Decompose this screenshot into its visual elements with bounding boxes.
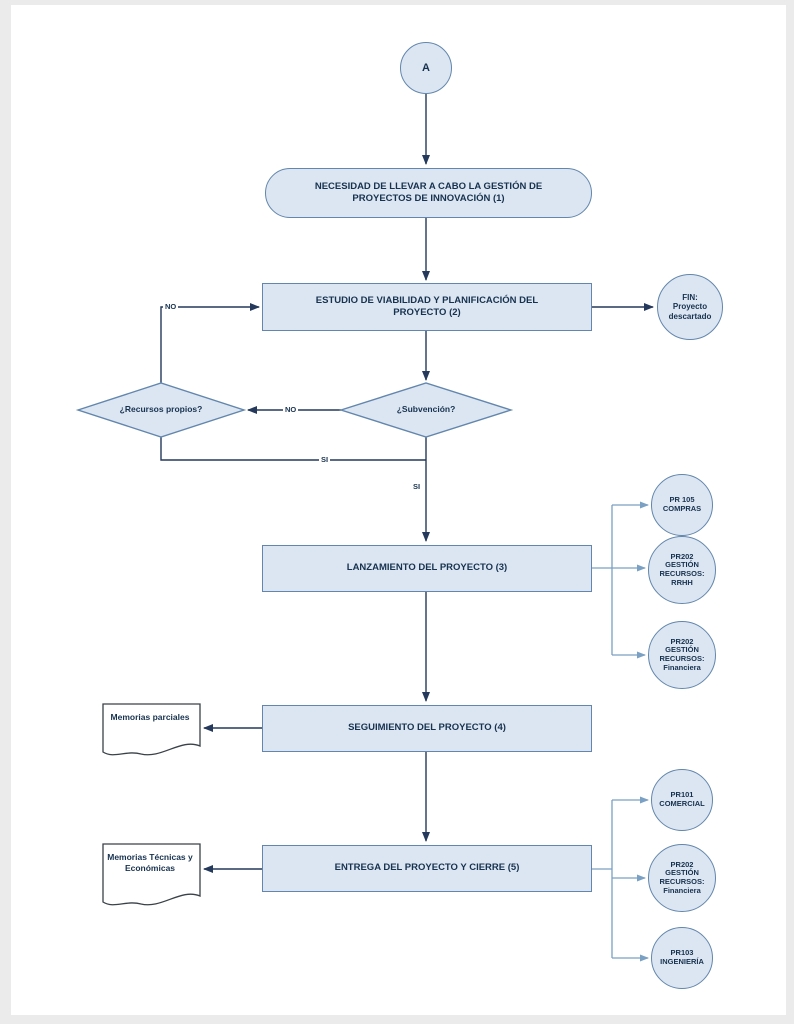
terminator-fin-descartado: FIN: Proyecto descartado	[657, 274, 723, 340]
process-entrega-label: ENTREGA DEL PROYECTO Y CIERRE (5)	[334, 862, 520, 874]
connector-a-node: A	[400, 42, 452, 94]
process-seguimiento: SEGUIMIENTO DEL PROYECTO (4)	[262, 705, 592, 752]
ref-circle-pr202-rrhh: PR202 GESTIÓN RECURSOS: RRHH	[648, 536, 716, 604]
document-memorias-parciales-label: Memorias parciales	[110, 712, 190, 722]
process-seguimiento-label: SEGUIMIENTO DEL PROYECTO (4)	[348, 722, 506, 734]
process-lanzamiento: LANZAMIENTO DEL PROYECTO (3)	[262, 545, 592, 592]
ref-pr202-fin1-label: PR202 GESTIÓN RECURSOS: Financiera	[659, 636, 705, 672]
ref-pr103-label: PR103 INGENIERÍA	[660, 948, 704, 966]
ref-circle-pr101-comercial: PR101 COMERCIAL	[651, 769, 713, 831]
ref-pr202-rrhh-label: PR202 GESTIÓN RECURSOS: RRHH	[659, 551, 705, 587]
process-estudio-label: ESTUDIO DE VIABILIDAD Y PLANIFICACIÓN DE…	[315, 294, 539, 318]
decision-recursos-label: ¿Recursos propios?	[119, 404, 203, 414]
terminator-fin-label: FIN: Proyecto descartado	[668, 293, 712, 321]
ref-circle-pr202-financiera-2: PR202 GESTIÓN RECURSOS: Financiera	[648, 844, 716, 912]
terminator-necesidad-label: NECESIDAD DE LLEVAR A CABO LA GESTIÓN DE…	[314, 180, 543, 204]
ref-pr105-label: PR 105 COMPRAS	[662, 495, 702, 513]
diamond-subvencion	[338, 382, 514, 438]
branch-label-no-to-recursos: NO	[283, 404, 299, 415]
ref-pr202-fin2-label: PR202 GESTIÓN RECURSOS: Financiera	[659, 859, 705, 895]
document-memorias-tecnicas-label: Memorias Técnicas y Económicas	[107, 852, 193, 873]
connector-a-label: A	[422, 62, 430, 74]
branch-label-no-to-step2: NO	[163, 301, 179, 312]
ref-circle-pr105-compras: PR 105 COMPRAS	[651, 474, 713, 536]
arrow-recursos-no-to-step2	[160, 303, 260, 383]
branch-label-si-from-recursos: SI	[319, 454, 331, 465]
ref-circle-pr202-financiera-1: PR202 GESTIÓN RECURSOS: Financiera	[648, 621, 716, 689]
process-estudio-viabilidad: ESTUDIO DE VIABILIDAD Y PLANIFICACIÓN DE…	[262, 283, 592, 331]
decision-subvencion-label: ¿Subvención?	[396, 404, 456, 414]
ref-circle-pr103-ingenieria: PR103 INGENIERÍA	[651, 927, 713, 989]
diamond-recursos-propios	[75, 382, 247, 438]
process-entrega-cierre: ENTREGA DEL PROYECTO Y CIERRE (5)	[262, 845, 592, 892]
ref-pr101-label: PR101 COMERCIAL	[659, 790, 705, 808]
terminator-necesidad: NECESIDAD DE LLEVAR A CABO LA GESTIÓN DE…	[265, 168, 592, 218]
process-lanzamiento-label: LANZAMIENTO DEL PROYECTO (3)	[346, 562, 508, 574]
document-memorias-parciales	[102, 703, 201, 756]
line-recursos-si-join	[160, 437, 426, 461]
document-memorias-tecnicas	[102, 843, 201, 906]
branch-label-si-from-subvencion: SI	[411, 481, 423, 492]
